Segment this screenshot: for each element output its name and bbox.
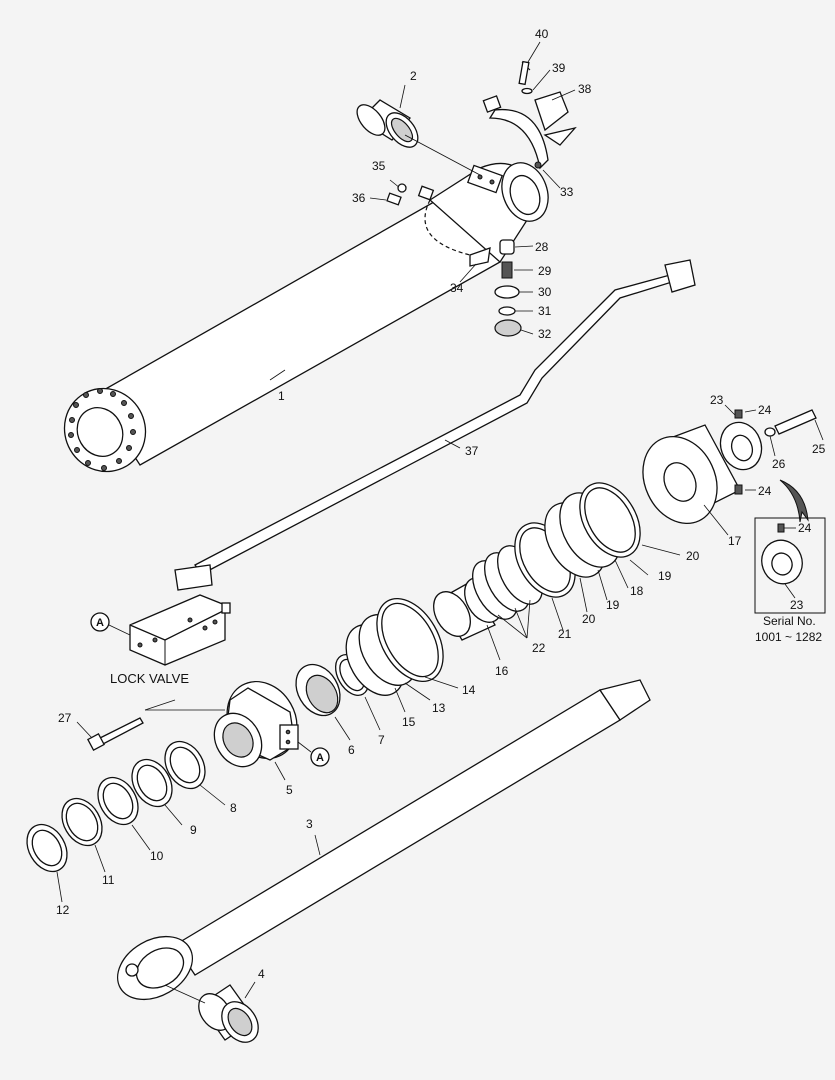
serial-variant-box	[754, 517, 826, 614]
check-valve-stack	[459, 239, 534, 337]
label-1: 1	[278, 389, 285, 403]
label-14: 14	[462, 683, 476, 697]
cylinder-head	[144, 680, 330, 781]
pipe-clamp-assembly	[389, 41, 577, 201]
label-24c: 24	[798, 521, 812, 535]
socket-bolt	[76, 717, 144, 751]
label-24a: 24	[758, 403, 772, 417]
tube-bolt-holes	[68, 388, 136, 471]
label-23a: 23	[710, 393, 724, 407]
label-3: 3	[306, 817, 313, 831]
serial-label: Serial No.	[763, 614, 816, 628]
label-34: 34	[450, 281, 464, 295]
callout-a-head: A	[316, 752, 324, 764]
label-12: 12	[56, 903, 70, 917]
label-26: 26	[772, 457, 786, 471]
grease-nipple	[369, 183, 407, 206]
label-28: 28	[535, 240, 549, 254]
label-4: 4	[258, 967, 265, 981]
label-36: 36	[352, 191, 366, 205]
label-30: 30	[538, 285, 552, 299]
piston-seals-middle	[295, 597, 459, 741]
label-10: 10	[150, 849, 164, 863]
label-37: 37	[465, 444, 479, 458]
seal-rings-left	[26, 740, 226, 903]
label-7: 7	[378, 733, 385, 747]
label-31: 31	[538, 304, 552, 318]
serial-range: 1001 ~ 1282	[755, 630, 822, 644]
label-13: 13	[432, 701, 446, 715]
label-32: 32	[538, 327, 552, 341]
piston-rod	[116, 679, 651, 1001]
cylinder-tube	[63, 162, 549, 473]
label-8: 8	[230, 801, 237, 815]
label-6: 6	[348, 743, 355, 757]
label-38: 38	[578, 82, 592, 96]
piston-nut	[719, 404, 824, 523]
part-number-labels: 1 2 3 4 5 6 7 8 9 10 11 12 13 14 15 16 1…	[56, 27, 826, 981]
rod-bushing	[164, 981, 259, 1043]
label-33: 33	[560, 185, 574, 199]
label-20a: 20	[582, 612, 596, 626]
label-40: 40	[535, 27, 549, 41]
bushing-2	[356, 84, 481, 176]
label-16: 16	[495, 664, 509, 678]
label-18: 18	[630, 584, 644, 598]
label-11: 11	[102, 873, 115, 887]
label-24b: 24	[758, 484, 772, 498]
piston-rings-right	[472, 482, 681, 639]
label-5: 5	[286, 783, 293, 797]
label-22: 22	[532, 641, 546, 655]
label-29: 29	[538, 264, 552, 278]
label-21: 21	[558, 627, 572, 641]
label-23b: 23	[790, 598, 804, 612]
label-27: 27	[58, 711, 72, 725]
label-15: 15	[402, 715, 416, 729]
label-19a: 19	[606, 598, 620, 612]
label-39: 39	[552, 61, 566, 75]
label-25: 25	[812, 442, 826, 456]
label-20b: 20	[686, 549, 700, 563]
hydraulic-pipe	[174, 259, 696, 591]
label-17: 17	[728, 534, 742, 548]
callout-a-lock-valve: A	[96, 617, 104, 629]
lock-valve	[90, 594, 231, 666]
label-9: 9	[190, 823, 197, 837]
label-2: 2	[410, 69, 417, 83]
label-19b: 19	[658, 569, 672, 583]
label-35: 35	[372, 159, 386, 173]
lock-valve-caption: LOCK VALVE	[110, 671, 189, 686]
piston	[642, 424, 741, 536]
